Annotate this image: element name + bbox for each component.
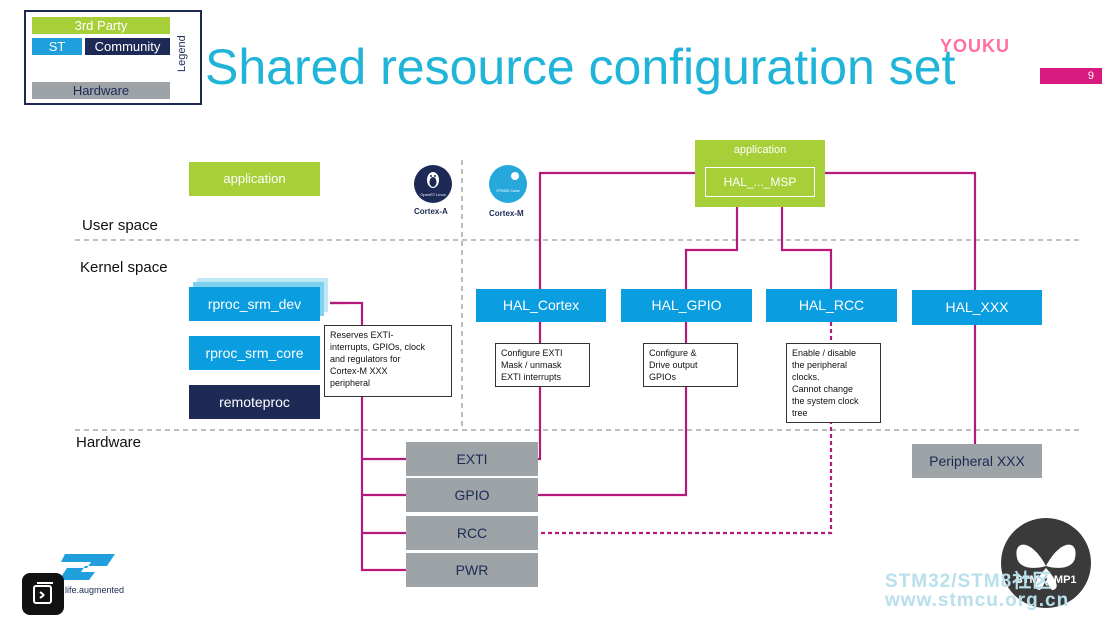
gpio-note-line: GPIOs — [649, 372, 677, 382]
remoteproc-box: remoteproc — [189, 385, 320, 419]
application-left-box: application — [189, 162, 320, 196]
stm32cube-icon: STM32 Cube — [489, 165, 527, 203]
rcc-note-line: Enable / disable — [792, 348, 857, 358]
cortex-m-caption: Cortex-M — [489, 209, 524, 218]
st-logo: life.augmented — [55, 552, 125, 597]
hal-xxx-box: HAL_XXX — [912, 290, 1042, 325]
rcc-note-line: tree — [792, 408, 808, 418]
legend-st: ST — [32, 38, 82, 55]
application-top-box: application HAL_..._MSP — [695, 140, 825, 207]
cortex-a-caption: Cortex-A — [414, 207, 448, 216]
stm32mp1-badge: STM32 MP1 — [1001, 518, 1091, 608]
community-watermark-line2: www.stmcu.org.cn — [885, 590, 1070, 611]
user-space-label: User space — [82, 217, 158, 234]
legend-third-party: 3rd Party — [32, 17, 170, 34]
legend-community: Community — [85, 38, 170, 55]
cortex-note: Configure EXTI Mask / unmask EXTI interr… — [495, 343, 590, 387]
rcc-note-line: the system clock — [792, 396, 859, 406]
cube-icon: STM32 Cube — [496, 172, 521, 193]
youku-logo: YOUKU — [940, 36, 1011, 56]
player-overlay-button[interactable] — [22, 573, 64, 615]
community-watermark-line1: STM32/STM8社区 — [885, 571, 1053, 592]
video-toggle-icon — [33, 582, 53, 604]
rcc-note-line: the peripheral — [792, 360, 848, 370]
reserves-note-line: interrupts, GPIOs, clock — [330, 342, 426, 352]
rproc-srm-dev-box: rproc_srm_dev — [189, 287, 320, 321]
gpio-note: Configure & Drive output GPIOs — [643, 343, 738, 387]
gpio-note-line: Drive output — [649, 360, 698, 370]
hardware-label: Hardware — [76, 434, 142, 451]
gpio-note-line: Configure & — [649, 348, 697, 358]
kernel-space-label: Kernel space — [80, 259, 168, 276]
application-top-label: application — [733, 144, 787, 156]
reserves-note-line: Reserves EXTI- — [330, 330, 394, 340]
cortex-note-line: Mask / unmask — [501, 360, 562, 370]
hal-gpio-box: HAL_GPIO — [621, 289, 752, 322]
gpio-hw-box: GPIO — [406, 478, 538, 512]
peripheral-xxx-box: Peripheral XXX — [912, 444, 1042, 478]
reserves-note-line: Cortex-M XXX — [330, 366, 388, 376]
cortex-note-line: Configure EXTI — [501, 348, 563, 358]
linux-icon: OpenST Linux — [414, 165, 452, 203]
cortex-note-line: EXTI interrupts — [501, 372, 562, 382]
rcc-hw-box: RCC — [406, 516, 538, 550]
butterfly-icon — [1016, 544, 1076, 590]
hal-rcc-box: HAL_RCC — [766, 289, 897, 322]
st-logo-icon — [59, 554, 115, 580]
cube-icon-text: STM32 Cube — [496, 188, 520, 193]
stm32mp1-badge-label: STM32 MP1 — [1015, 574, 1077, 586]
rproc-srm-core-box: rproc_srm_core — [189, 336, 320, 370]
hal-cortex-box: HAL_Cortex — [476, 289, 606, 322]
pwr-hw-box: PWR — [406, 553, 538, 587]
rcc-note: Enable / disable the peripheral clocks. … — [786, 343, 881, 423]
page-number: 9 — [1040, 68, 1102, 84]
legend-hardware: Hardware — [32, 82, 170, 99]
reserves-note: Reserves EXTI- interrupts, GPIOs, clock … — [324, 325, 452, 397]
hal-msp-box: HAL_..._MSP — [705, 167, 815, 197]
legend: 3rd Party ST Community Hardware Legend — [24, 10, 202, 105]
st-tagline: life.augmented — [65, 585, 125, 595]
penguin-icon: OpenST Linux — [420, 172, 446, 197]
reserves-note-line: peripheral — [330, 378, 371, 388]
rcc-note-line: clocks. — [792, 372, 820, 382]
rcc-note-line: Cannot change — [792, 384, 854, 394]
exti-box: EXTI — [406, 442, 538, 476]
linux-icon-text: OpenST Linux — [420, 192, 446, 197]
reserves-note-line: and regulators for — [330, 354, 401, 364]
slide-title: Shared resource configuration set — [205, 39, 956, 95]
